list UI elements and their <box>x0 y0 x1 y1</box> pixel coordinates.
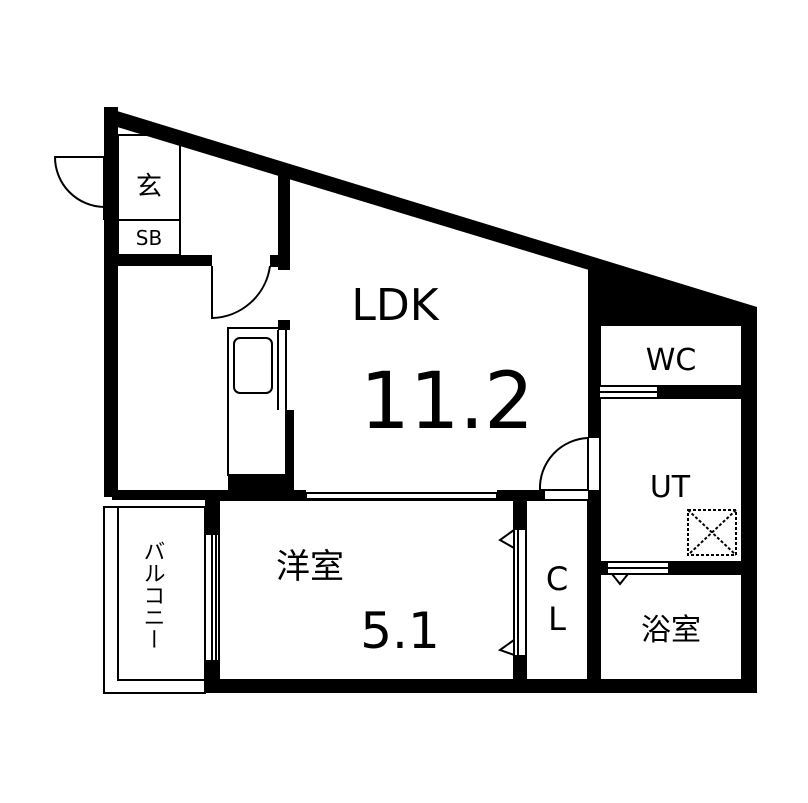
western-room-outline <box>218 499 515 681</box>
shoe-box-label: SB <box>136 226 162 250</box>
western-right-wall <box>514 500 526 530</box>
ldk-left-wall-lower <box>286 410 294 498</box>
left-wall <box>104 107 118 497</box>
thin-lines <box>53 134 743 694</box>
wc-label: WC <box>646 343 697 378</box>
closet-outline <box>525 499 589 681</box>
bottom-wall <box>205 680 757 693</box>
ldk-left-wall <box>278 320 290 330</box>
ldk-right-wall <box>588 320 600 438</box>
bath-outline <box>599 573 743 681</box>
western-room-area: 5.1 <box>360 602 440 660</box>
closet-door-mark-bottom <box>497 638 515 657</box>
closet-label-c: C <box>546 560 568 598</box>
kitchen-sink <box>233 337 273 394</box>
corner-fill <box>588 263 757 328</box>
ldk-bottom-wall-right <box>497 490 545 500</box>
ut-door-swing <box>538 437 589 491</box>
entrance-bottom-wall-2 <box>270 255 290 266</box>
entrance-door-swing <box>53 156 105 208</box>
interior-walls <box>112 170 747 690</box>
western-bottom-window <box>319 682 416 691</box>
ut-label: UT <box>650 470 691 505</box>
wc-bottom-wall <box>657 386 747 398</box>
entrance-bottom-wall <box>112 255 212 266</box>
ut-bottom-wall <box>600 562 608 574</box>
entrance-right-wall <box>278 170 290 270</box>
ldk-right-wall-lower <box>588 490 600 690</box>
wc-outline <box>599 324 743 387</box>
right-wall <box>742 307 757 692</box>
bath-door-mark <box>609 573 631 586</box>
washer-pan-x2 <box>687 509 737 556</box>
balcony-label: バルコニー <box>140 540 165 650</box>
bath-label: 浴室 <box>641 613 701 648</box>
ldk-area: 11.2 <box>360 357 534 447</box>
room-labels: 玄 SB LDK 11.2 WC UT 洋室 5.1 C L 浴室 バルコニー <box>136 172 701 660</box>
western-right-wall-lower <box>514 655 526 690</box>
balcony-inner <box>117 506 206 681</box>
top-window <box>379 204 481 234</box>
western-left-wall <box>205 500 219 535</box>
ldk-interior-window <box>305 492 498 500</box>
western-left-wall-lower <box>205 660 219 690</box>
shoe-box-outline <box>117 219 181 256</box>
entrance-label: 玄 <box>136 172 162 202</box>
hall-bottom-wall <box>112 490 306 500</box>
washer-pan <box>687 509 737 556</box>
western-room-label: 洋室 <box>276 547 344 587</box>
ut-bottom-wall-right <box>668 562 747 574</box>
ldk-door-swing <box>211 265 271 320</box>
ldk-label: LDK <box>351 280 439 331</box>
closet-door-mark-top <box>498 528 515 550</box>
kitchen-counter <box>227 327 287 476</box>
closet-label-l: L <box>548 600 566 638</box>
ut-outline <box>599 397 743 563</box>
